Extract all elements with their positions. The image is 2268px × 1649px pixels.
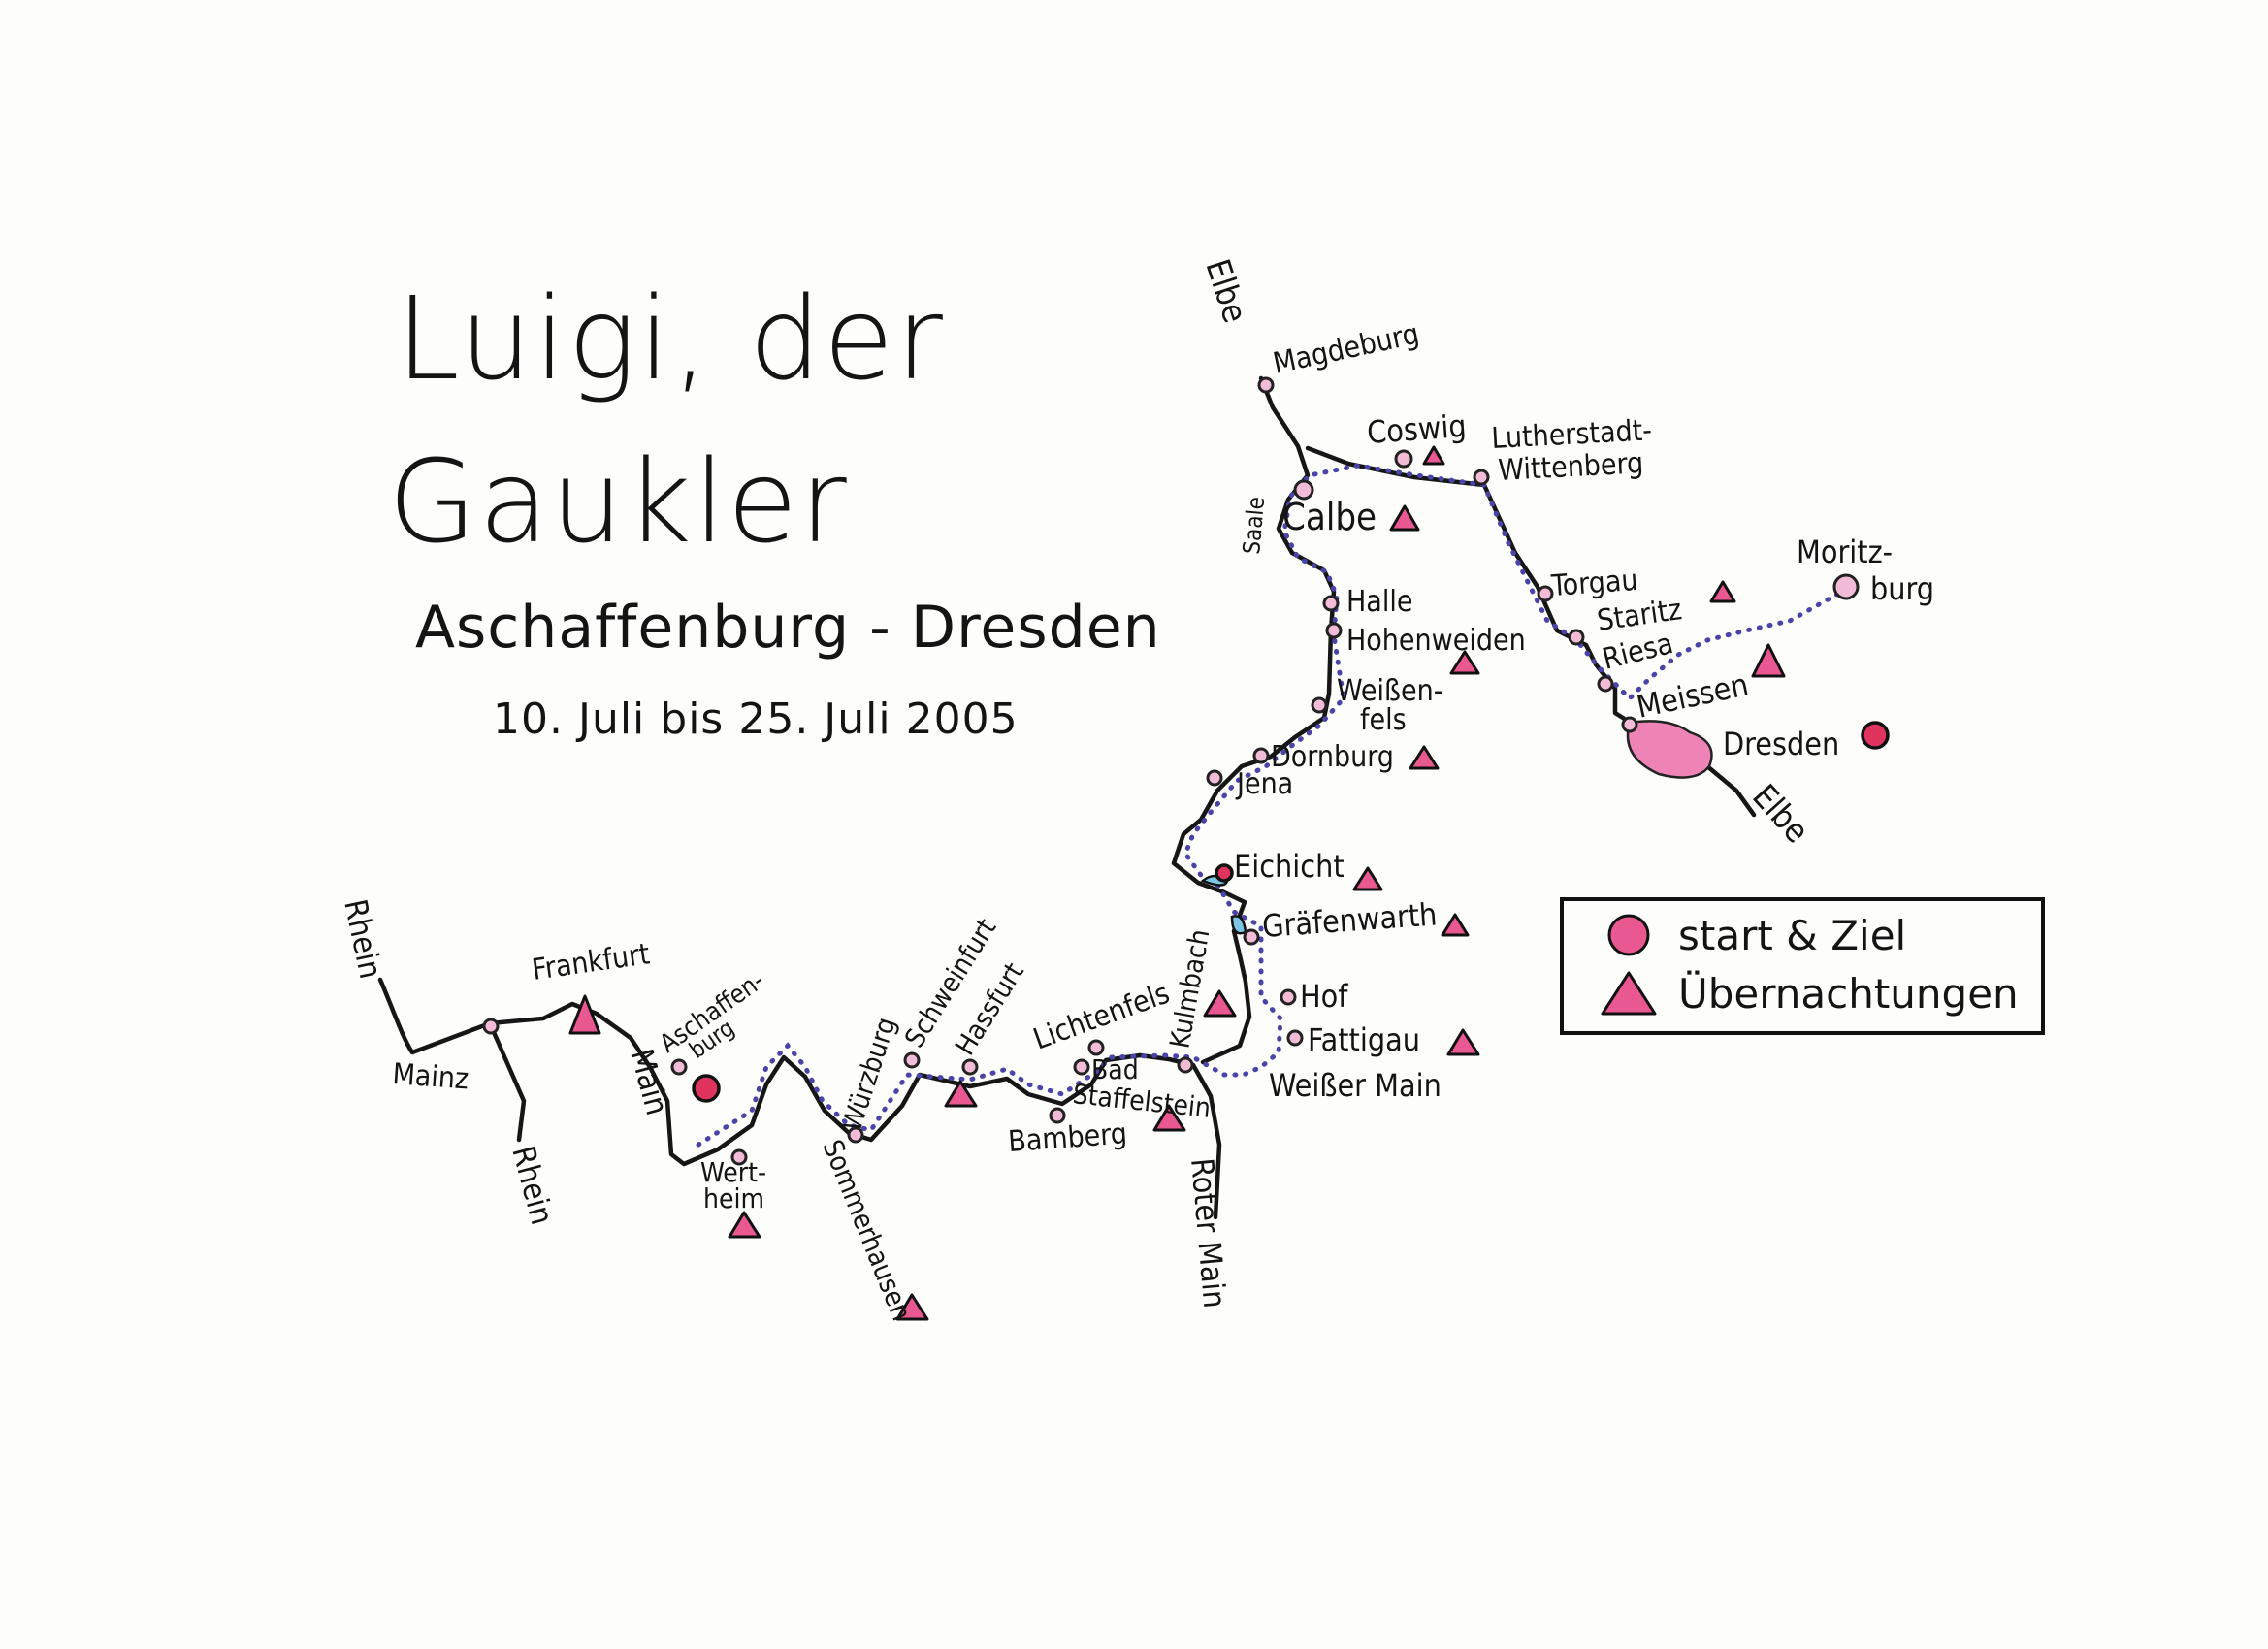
grafenwarth-overnight-tent xyxy=(1441,913,1470,937)
bad-staffelstein-marker xyxy=(1073,1058,1090,1076)
meissen-marker xyxy=(1621,716,1638,733)
main-label: Main xyxy=(623,1045,675,1118)
bad-staffelstein-label-1: Bad xyxy=(1091,1053,1139,1085)
magdeburg-marker xyxy=(1257,376,1275,394)
roter-main-label: Roter Main xyxy=(1183,1156,1233,1310)
kulmbach-label: Kulmbach xyxy=(1163,926,1215,1051)
meissen-label: Meissen xyxy=(1634,665,1752,725)
fattigau-overnight-tent xyxy=(1446,1028,1480,1056)
eichicht-marker xyxy=(1215,863,1234,883)
elbe-south-label: Elbe xyxy=(1744,777,1816,851)
rhein-south-label: Rhein xyxy=(504,1142,561,1228)
mainz-label: Mainz xyxy=(391,1057,470,1096)
grafenwarth-marker xyxy=(1243,928,1260,946)
meissen-overnight-tent xyxy=(1751,643,1786,678)
grafenwarth-label: Gräfenwarth xyxy=(1261,895,1439,944)
cycling-route-line xyxy=(696,463,1841,1148)
magdeburg-label: Magdeburg xyxy=(1270,317,1422,381)
weissenfels-label-2: fels xyxy=(1360,703,1407,737)
map-legend: start & Ziel Übernachtungen xyxy=(1560,897,2045,1035)
weissenfels-marker xyxy=(1311,696,1328,714)
bamberg-marker xyxy=(1049,1107,1066,1124)
hassfurt-overnight-tent xyxy=(944,1080,978,1108)
route-subtitle: Aschaffenburg - Dresden xyxy=(415,594,1161,662)
aschaffenburg-start-marker xyxy=(692,1074,721,1103)
legend-start-ziel-label: start & Ziel xyxy=(1678,911,1907,959)
mainz-marker xyxy=(482,1018,500,1035)
jena-marker xyxy=(1206,769,1223,787)
staritz-overnight-tent xyxy=(1709,580,1736,603)
calbe-overnight-tent xyxy=(1389,504,1420,532)
wurzburg-marker xyxy=(903,1051,921,1069)
map-title-line-1: Luigi, der xyxy=(396,272,945,405)
coswig-marker xyxy=(1394,449,1413,469)
hohenweiden-overnight-tent xyxy=(1449,650,1480,675)
bad-staffelstein-label-2: Staffelstein xyxy=(1071,1078,1212,1124)
hof-marker xyxy=(1280,988,1297,1006)
elbe-north-label: Elbe xyxy=(1197,254,1253,327)
hohenweiden-marker xyxy=(1325,622,1343,639)
kulmbach-overnight-tent xyxy=(1203,989,1237,1018)
wertheim-label-2: heim xyxy=(703,1182,764,1214)
saale-label: Saale xyxy=(1238,496,1270,556)
frankfurt-overnight-tent xyxy=(568,994,601,1035)
eichicht-label: Eichicht xyxy=(1234,848,1345,885)
frankfurt-label: Frankfurt xyxy=(530,937,652,987)
dresden-label: Dresden xyxy=(1723,726,1839,762)
legend-start-ziel-symbol xyxy=(1607,914,1650,956)
dresden-lake xyxy=(1626,720,1713,779)
fattigau-marker xyxy=(1286,1029,1304,1047)
hof-label: Hof xyxy=(1300,978,1348,1015)
jena-label: Jena xyxy=(1235,767,1293,801)
bad-staffelstein-overnight-tent xyxy=(1152,1104,1186,1132)
riesa-marker xyxy=(1597,675,1614,693)
legend-row-uebernachtungen: Übernachtungen xyxy=(1599,969,2019,1018)
weissenfels-label-1: Weißen- xyxy=(1337,674,1443,708)
lutherstadt-label-2: Wittenberg xyxy=(1498,446,1644,488)
moritzburg-label-2: burg xyxy=(1870,570,1934,607)
sommerhausen-overnight-tent xyxy=(895,1293,929,1321)
halle-marker xyxy=(1322,595,1340,612)
coswig-overnight-tent xyxy=(1422,445,1445,466)
map-title-line-2: Gaukler xyxy=(388,435,849,568)
hohenweiden-label: Hohenweiden xyxy=(1346,624,1526,658)
sommerhausen-label: Sommerhausen xyxy=(817,1135,919,1325)
legend-uebernachtungen-label: Übernachtungen xyxy=(1678,969,2019,1018)
dresden-ziel-marker xyxy=(1861,721,1890,750)
torgau-label: Torgau xyxy=(1549,564,1638,603)
dornburg-overnight-tent xyxy=(1409,745,1440,770)
moritzburg-label-1: Moritz- xyxy=(1797,534,1893,570)
halle-label: Halle xyxy=(1346,585,1412,619)
lutherstadt-label-1: Lutherstadt- xyxy=(1491,413,1653,456)
moritzburg-marker xyxy=(1832,573,1860,600)
calbe-marker xyxy=(1293,479,1314,501)
legend-row-start-ziel: start & Ziel xyxy=(1599,911,1906,959)
staritz-label: Staritz xyxy=(1595,593,1684,638)
rhein-river-line xyxy=(377,977,527,1143)
wittenberg-marker xyxy=(1473,469,1490,486)
kulmbach-marker xyxy=(1177,1056,1194,1074)
sommerhausen-marker xyxy=(847,1126,864,1144)
wertheim-marker xyxy=(730,1148,748,1166)
dornburg-label: Dornburg xyxy=(1271,740,1394,774)
eichicht-overnight-tent xyxy=(1352,866,1383,891)
dornburg-marker xyxy=(1252,747,1270,764)
staritz-marker xyxy=(1568,629,1585,646)
coswig-label: Coswig xyxy=(1366,407,1468,451)
lichtenfels-marker xyxy=(1087,1039,1105,1056)
wertheim-overnight-tent xyxy=(728,1211,761,1239)
calbe-label: Calbe xyxy=(1282,496,1377,538)
aschaffenburg-town-marker xyxy=(670,1058,688,1076)
rhein-north-label: Rhein xyxy=(337,896,389,982)
fattigau-label: Fattigau xyxy=(1308,1021,1420,1058)
hassfurt-marker xyxy=(961,1058,979,1076)
tour-dates: 10. Juli bis 25. Juli 2005 xyxy=(493,695,1019,744)
bamberg-label: Bamberg xyxy=(1007,1116,1128,1158)
legend-tent-symbol xyxy=(1601,971,1657,1016)
torgau-marker xyxy=(1537,585,1554,602)
wertheim-label-1: Wert- xyxy=(700,1156,766,1188)
weisser-main-label: Weißer Main xyxy=(1269,1067,1442,1104)
